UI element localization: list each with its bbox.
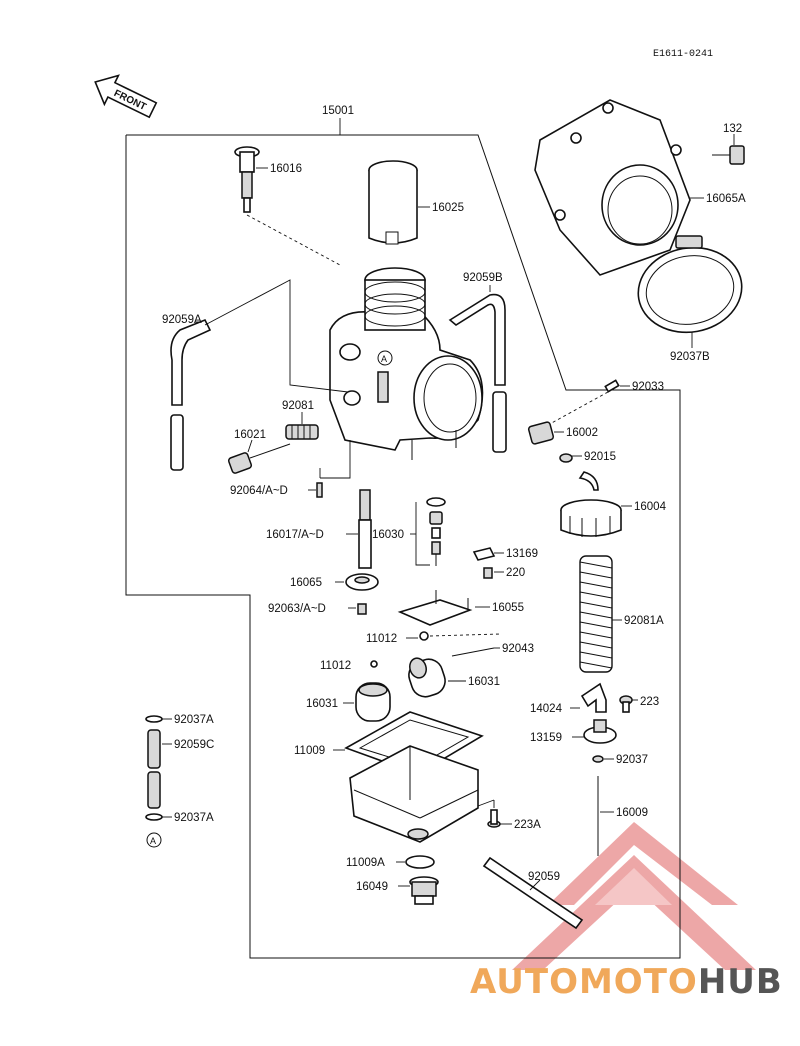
- watermark-part1: AUTOMOTO: [470, 962, 698, 1002]
- part-92063: [357, 603, 367, 615]
- part-92037: [592, 755, 604, 763]
- part-13169: [472, 547, 496, 561]
- part-16002: [527, 421, 555, 445]
- part-92037A-top: [145, 715, 163, 723]
- part-label-11009A: 11009A: [346, 857, 385, 869]
- part-16031-b: [355, 682, 391, 722]
- drawing-code: E1611-0241: [653, 49, 713, 60]
- part-label-16009: 16009: [616, 807, 648, 819]
- part-11009A: [405, 855, 435, 869]
- part-label-92059: 92059: [528, 871, 560, 883]
- part-label-16030: 16030: [372, 529, 404, 541]
- watermark-part2: HUB: [697, 962, 783, 1002]
- part-label-14024: 14024: [530, 703, 563, 715]
- part-label-13159: 13159: [530, 732, 562, 744]
- float-bowl: [349, 745, 479, 843]
- part-label-16021: 16021: [234, 429, 266, 441]
- part-223: [619, 695, 633, 713]
- carburetor-body: [329, 267, 484, 460]
- part-label-15001: 15001: [322, 105, 354, 117]
- part-92059C: [147, 729, 161, 809]
- part-label-16025: 16025: [432, 202, 464, 214]
- front-arrow-icon: FRONT: [94, 74, 158, 119]
- part-13159: [583, 719, 617, 744]
- part-11012-b: [370, 660, 378, 668]
- part-label-92081: 92081: [282, 400, 314, 412]
- part-label-11012-b: 11012: [320, 660, 351, 672]
- watermark-logo-triangle: [512, 822, 756, 970]
- part-16049: [409, 876, 439, 905]
- part-label-92033: 92033: [632, 381, 664, 393]
- part-label-13169: 13169: [506, 548, 538, 560]
- callout-A-top: A: [381, 354, 387, 364]
- assembly-outline: [125, 134, 681, 959]
- part-16004: [560, 471, 622, 537]
- part-label-16049: 16049: [356, 881, 388, 893]
- watermark-text: AUTOMOTOHUB: [470, 962, 783, 1002]
- part-label-16017: 16017/A~D: [266, 529, 324, 541]
- part-label-16002: 16002: [566, 427, 598, 439]
- part-16065: [345, 573, 379, 591]
- part-label-92015: 92015: [584, 451, 616, 463]
- part-label-223A: 223A: [514, 819, 541, 831]
- part-16055: [397, 590, 473, 626]
- part-label-11012-a: 11012: [366, 633, 397, 645]
- part-132: [712, 145, 745, 165]
- part-92015: [559, 453, 573, 463]
- part-label-92059B: 92059B: [463, 272, 503, 284]
- part-92081: [285, 424, 319, 440]
- part-92043: [451, 647, 495, 657]
- part-label-92037A-top: 92037A: [174, 714, 214, 726]
- part-label-92043: 92043: [502, 643, 534, 655]
- part-220: [483, 567, 493, 579]
- part-label-132: 132: [723, 123, 742, 135]
- part-92037B: [637, 235, 743, 334]
- part-16021: [227, 443, 291, 474]
- part-label-223: 223: [640, 696, 659, 708]
- part-92081A: [579, 555, 613, 673]
- part-16030: [426, 497, 446, 566]
- part-label-11009: 11009: [294, 745, 325, 757]
- part-label-92059A: 92059A: [162, 314, 202, 326]
- part-14024: [580, 682, 607, 713]
- part-label-92059C: 92059C: [174, 739, 214, 751]
- part-label-92037: 92037: [616, 754, 648, 766]
- part-16016: [234, 146, 260, 213]
- part-16025: [368, 160, 418, 245]
- part-label-220: 220: [506, 567, 525, 579]
- part-label-16055: 16055: [492, 602, 524, 614]
- part-16031-a: [408, 657, 446, 698]
- part-label-16065A: 16065A: [706, 193, 746, 205]
- part-label-92081A: 92081A: [624, 615, 664, 627]
- part-label-16031-a: 16031: [468, 676, 500, 688]
- part-label-92037B: 92037B: [670, 351, 710, 363]
- part-label-92063: 92063/A~D: [268, 603, 326, 615]
- part-16065A: [534, 99, 691, 276]
- part-223A: [487, 809, 501, 828]
- part-92064: [316, 482, 323, 498]
- part-label-16031-b: 16031: [306, 698, 338, 710]
- part-label-92064: 92064/A~D: [230, 485, 288, 497]
- part-11012-a: [419, 631, 429, 641]
- part-label-16004: 16004: [634, 501, 667, 513]
- part-16017: [358, 489, 372, 569]
- part-label-16065: 16065: [290, 577, 322, 589]
- callout-A-bottom: A: [150, 836, 156, 846]
- part-92037A-bot: [145, 813, 163, 821]
- part-92059B: [448, 293, 507, 453]
- part-92033: [604, 379, 620, 393]
- part-92059A: [170, 318, 212, 471]
- part-label-16016: 16016: [270, 163, 302, 175]
- part-label-92037A-bot: 92037A: [174, 812, 214, 824]
- part-92059: [482, 856, 584, 930]
